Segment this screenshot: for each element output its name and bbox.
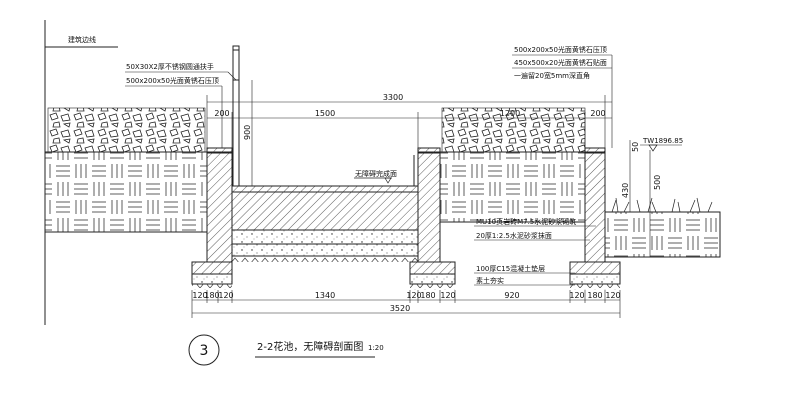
rail-height-dim: 900 <box>243 125 252 140</box>
detail-number-circle <box>188 334 220 366</box>
handrail-label: 50X30X2厚不锈钢圆通扶手 <box>126 62 214 71</box>
dim-bottom-seg: 180 <box>587 291 602 300</box>
dim-top-seg: 1200 <box>500 109 520 118</box>
finish-surface-label: 无障碍完成面 <box>355 169 397 178</box>
dim-top-seg: 200 <box>590 109 605 118</box>
facing-label: 450x500x20光面黄锈石贴面 <box>514 58 607 67</box>
dim-bottom-seg: 180 <box>420 291 435 300</box>
soil-label: 素土夯实 <box>476 276 504 285</box>
level-marker-icon <box>384 177 392 184</box>
dim-top-seg: 1500 <box>315 109 335 118</box>
concrete-label: 100厚C15混凝土垫层 <box>476 264 545 273</box>
right-wall <box>409 147 456 290</box>
top-dimension-lines <box>206 95 612 148</box>
dim-bottom-seg: 120 <box>406 291 421 300</box>
detail-title: 2-2花池，无障碍剖面图 <box>257 340 363 353</box>
detail-number: 3 <box>200 343 209 359</box>
right-planting-rocks <box>441 107 586 153</box>
dim-bottom-total: 3520 <box>390 304 410 313</box>
brick-label: MU10页岩砖M7.5水泥砂浆砌筑 <box>476 217 576 226</box>
groove-label: 一遍留20宽5mm深直角 <box>514 71 590 80</box>
bottom-dimension-lines <box>191 290 621 318</box>
dim-bottom-seg: 120 <box>605 291 620 300</box>
right-dim-500: 500 <box>653 175 662 190</box>
dim-bottom-seg: 120 <box>440 291 455 300</box>
right-planter-soil <box>439 151 586 223</box>
grass <box>608 197 718 213</box>
dim-bottom-seg: 180 <box>204 291 219 300</box>
right-dim-50: 50 <box>631 142 640 152</box>
coping-right-label: 500x200x50光面黄锈石压顶 <box>514 45 607 54</box>
right-terrain <box>604 211 721 258</box>
dim-bottom-seg: 120 <box>192 291 207 300</box>
coping-left-label: 500x200x50光面黄锈石压顶 <box>126 76 219 85</box>
dim-bottom-seg: 920 <box>504 291 519 300</box>
detail-scale: 1:20 <box>368 344 384 352</box>
elevation-label: TW1896.85 <box>642 137 683 145</box>
left-planting-rocks <box>47 107 206 153</box>
left-wall <box>191 147 233 290</box>
planter-wall <box>569 147 621 290</box>
dim-bottom-seg: 1340 <box>315 291 335 300</box>
dim-bottom-seg: 120 <box>218 291 233 300</box>
right-dim-430: 430 <box>621 183 630 198</box>
elevation-marker-icon <box>648 144 658 152</box>
dim-top-total: 3300 <box>383 93 403 102</box>
dim-bottom-seg: 120 <box>569 291 584 300</box>
plaster-label: 20厚1:2.5水泥砂浆抹面 <box>476 231 552 240</box>
building-line-label: 建筑边线 <box>68 35 96 44</box>
handrail <box>232 45 240 187</box>
dim-top-seg: 200 <box>214 109 229 118</box>
left-soil <box>44 151 208 233</box>
